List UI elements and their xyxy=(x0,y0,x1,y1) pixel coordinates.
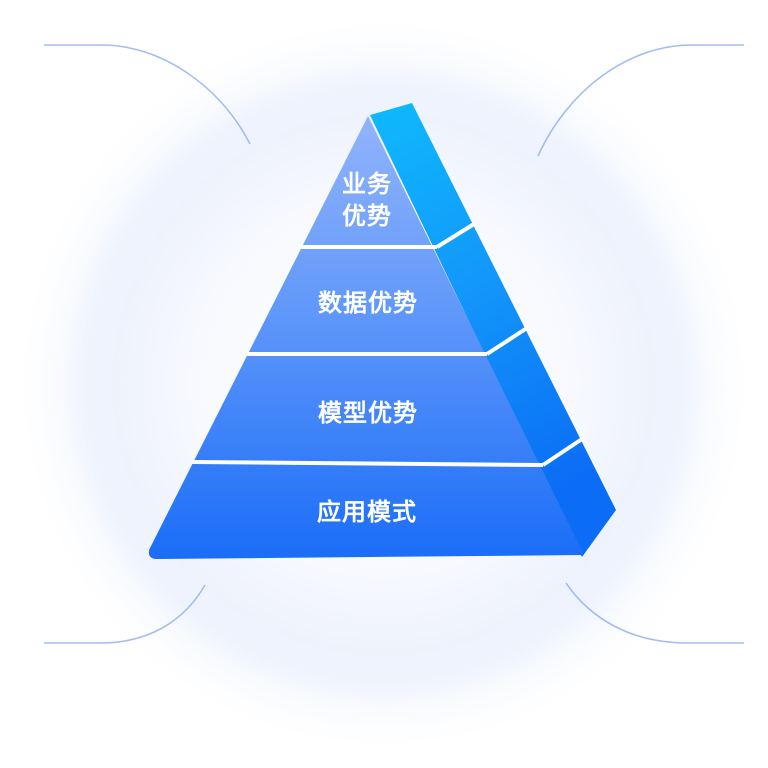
arc-left-bottom xyxy=(44,584,206,644)
tier-label-application-mode: 应用模式 xyxy=(317,498,417,526)
tier-label-line1: 业务 xyxy=(342,170,392,198)
side-separator-1 xyxy=(435,222,476,249)
pyramid-side-face xyxy=(370,103,616,557)
side-separator-2 xyxy=(485,326,529,356)
arc-right-bottom xyxy=(565,582,744,644)
tier-label-data-advantage: 数据优势 xyxy=(318,289,418,317)
side-separator-3 xyxy=(541,437,584,467)
tier-label-model-advantage: 模型优势 xyxy=(318,399,418,427)
tier-label-business-advantage: 业务 优势 xyxy=(337,168,397,232)
pyramid-front-face xyxy=(148,116,584,559)
tier-label-line2: 优势 xyxy=(342,202,392,230)
arc-right xyxy=(537,44,744,157)
tier-separator-3 xyxy=(191,460,544,467)
arc-left xyxy=(44,44,251,145)
